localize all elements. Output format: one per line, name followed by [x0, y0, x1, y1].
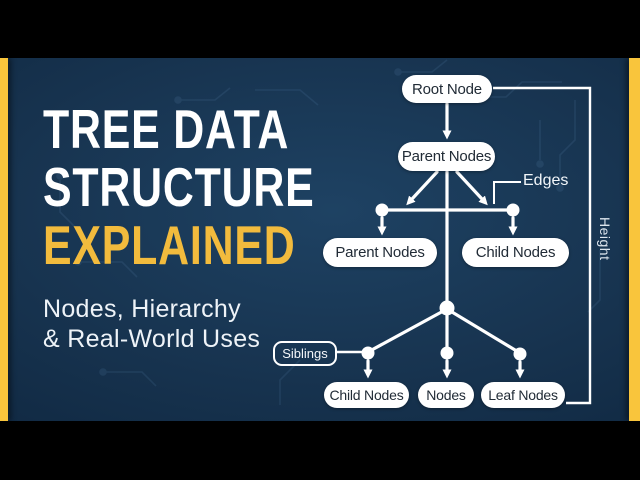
tree-edge-lines [363, 102, 525, 379]
node-parent-level3: Parent Nodes [323, 238, 437, 267]
edges-label: Edges [523, 172, 569, 189]
letterbox-top [0, 0, 640, 58]
node-root-label: Root Node [412, 80, 482, 98]
headline-line-3: EXPLAINED [43, 214, 296, 276]
junction-dots [361, 203, 527, 361]
headline-line-1: TREE DATA [43, 98, 290, 160]
node-leaf-level4: Leaf Nodes [481, 382, 565, 408]
height-label: Height [597, 217, 613, 261]
node-child-level4-label: Child Nodes [329, 387, 404, 403]
accent-bar-left [0, 58, 8, 421]
node-nodes-level4: Nodes [418, 382, 474, 408]
node-parent-level2-label: Parent Nodes [401, 148, 492, 165]
node-root: Root Node [402, 75, 492, 103]
height-bracket-line [493, 86, 592, 405]
headline: TREE DATA STRUCTURE EXPLAINED [43, 100, 315, 274]
letterbox-bottom [0, 421, 640, 480]
accent-bar-right [629, 58, 640, 421]
node-leaf-level4-label: Leaf Nodes [488, 387, 558, 403]
subtitle-line-2: & Real-World Uses [43, 325, 261, 353]
edges-callout-line [493, 181, 521, 204]
node-child-level3: Child Nodes [462, 238, 569, 267]
node-parent-level3-label: Parent Nodes [335, 244, 425, 261]
siblings-label-text: Siblings [282, 346, 328, 361]
headline-line-2: STRUCTURE [43, 156, 315, 218]
node-child-level3-label: Child Nodes [475, 244, 556, 261]
siblings-label: Siblings [273, 341, 337, 366]
circuit-pattern-graphic [56, 59, 601, 405]
subtitle: Nodes, Hierarchy & Real-World Uses [43, 294, 260, 354]
subtitle-line-1: Nodes, Hierarchy [43, 295, 241, 323]
node-parent-level2: Parent Nodes [398, 142, 495, 171]
node-nodes-level4-label: Nodes [426, 387, 466, 403]
node-child-level4: Child Nodes [324, 382, 409, 408]
